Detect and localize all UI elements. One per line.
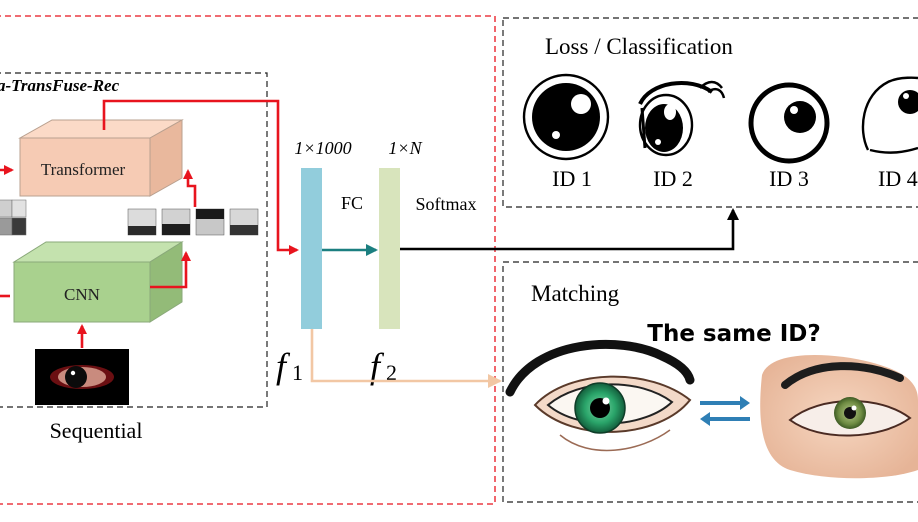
id3-label: ID 3 — [769, 166, 809, 191]
input-patches-left — [0, 199, 27, 236]
matching-eye-right — [760, 355, 918, 479]
transformer-block: Transformer — [18, 119, 184, 197]
id4-label: ID 4 — [878, 166, 918, 191]
id2-eye-icon — [638, 80, 726, 157]
outer-red-dashed-frame — [0, 15, 496, 505]
same-id-question: The same ID? — [647, 321, 820, 347]
id4-eye-icon — [861, 76, 918, 154]
cnn-label: CNN — [64, 285, 100, 304]
softmax-to-loss-arrow — [400, 208, 739, 251]
matching-panel-title: Matching — [531, 281, 620, 306]
loss-panel-title: Loss / Classification — [545, 34, 733, 59]
framework-dashed-box — [0, 72, 268, 408]
input-eye-image — [35, 349, 129, 405]
matching-eye-left — [505, 339, 695, 452]
svg-text:1: 1 — [292, 360, 303, 385]
svg-text:f: f — [276, 346, 291, 386]
id1-label: ID 1 — [552, 166, 592, 191]
red-connectors — [0, 99, 299, 348]
framework-name: a-TransFuse-Rec — [0, 76, 120, 95]
dim1-label: 1×1000 — [294, 138, 351, 158]
matching-panel-box — [502, 261, 918, 503]
f1-feature-bar — [301, 168, 322, 329]
f1-to-matching-arrow — [310, 329, 502, 388]
f1-symbol: f 1 — [276, 346, 303, 386]
svg-text:2: 2 — [386, 360, 397, 385]
patch-sequence — [127, 208, 259, 236]
fc-label: FC — [341, 193, 363, 213]
exchange-icon — [700, 396, 750, 426]
cnn-block: CNN — [12, 241, 184, 323]
id1-eye-icon — [522, 73, 610, 161]
softmax-label: Softmax — [416, 194, 477, 214]
transformer-label: Transformer — [41, 160, 126, 179]
id3-eye-icon — [748, 82, 830, 164]
sequential-label: Sequential — [50, 418, 143, 443]
f2-feature-bar — [379, 168, 400, 329]
loss-panel-box — [502, 17, 918, 208]
dimN-label: 1×N — [388, 138, 422, 158]
id2-label: ID 2 — [653, 166, 693, 191]
